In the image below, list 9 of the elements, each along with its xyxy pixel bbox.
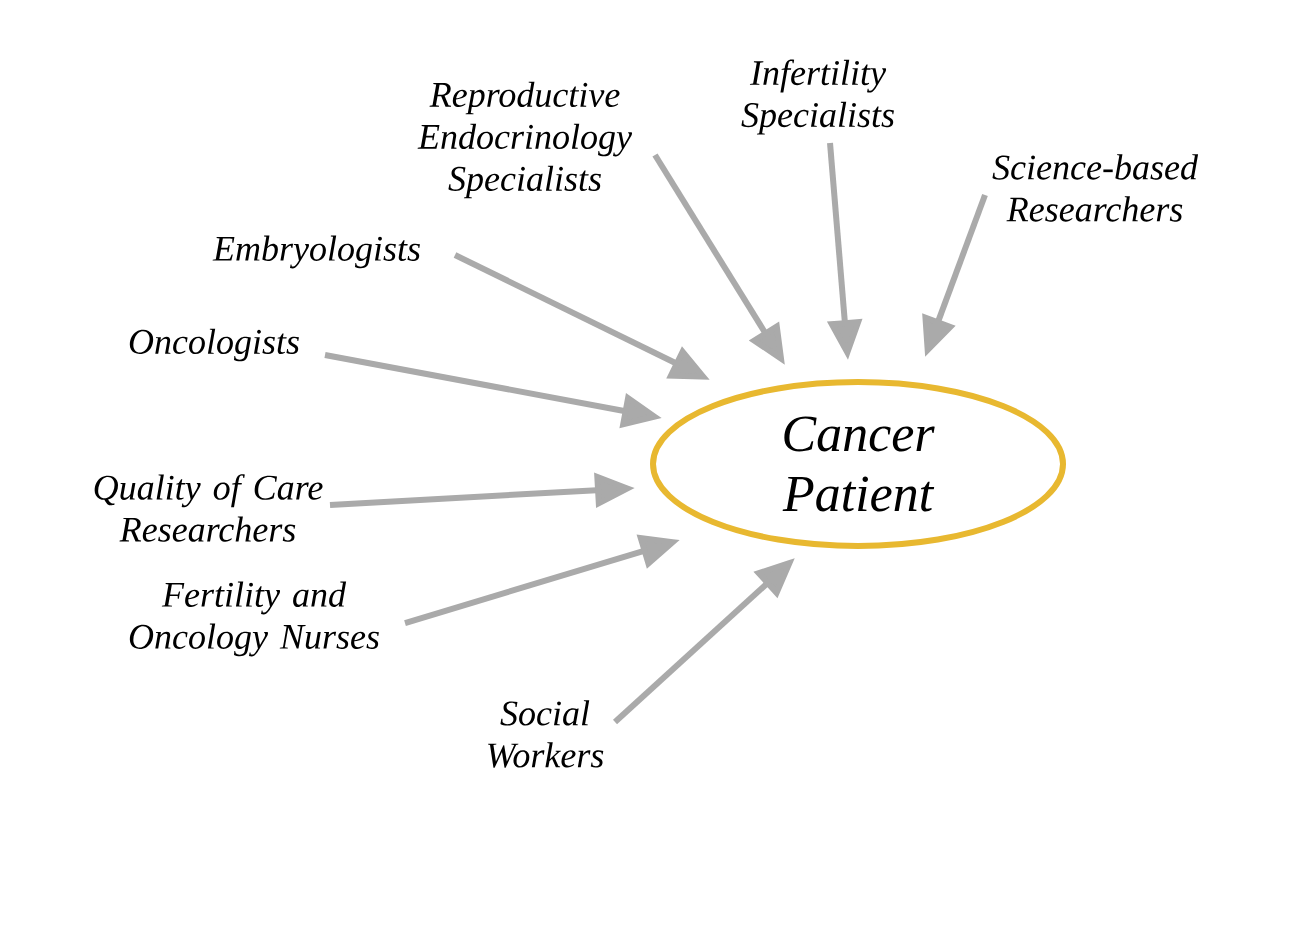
- role-label: Fertility and Oncology Nurses: [129, 581, 379, 657]
- role-label: Science-based Researchers: [992, 154, 1199, 222]
- role-label: Infertility Specialists: [741, 59, 894, 135]
- role-label: Social Workers: [488, 700, 604, 768]
- role-label: Oncologists: [129, 328, 299, 362]
- role-label: Reproductive Endocrinology Specialists: [417, 81, 632, 199]
- role-label: Quality of Care Researchers: [94, 474, 323, 542]
- ellipse-node: Cancer Patient: [650, 379, 1066, 549]
- role-label: Embryologists: [212, 235, 420, 269]
